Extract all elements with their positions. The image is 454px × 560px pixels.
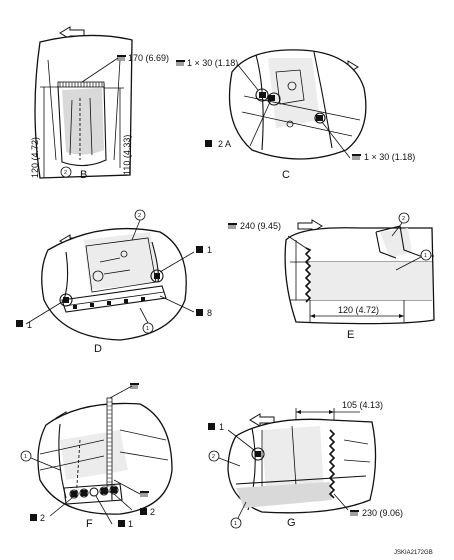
callout-number: 1 (146, 326, 149, 332)
dim-label: 105 (4.13) (342, 400, 383, 410)
weld-line-bead (304, 247, 312, 303)
weld-line-bead (57, 81, 105, 88)
dim-label: 110 (4.33) (122, 135, 132, 175)
weld-symbol-icon (351, 153, 362, 161)
callout-number: 2 (64, 170, 67, 176)
panel-g: 105 (4.13) 230 (9.06) 1 2 1 G (208, 400, 403, 529)
spot-weld-key-icon (118, 520, 125, 527)
spot-weld-mark (259, 92, 266, 98)
panel-b: 170 (6.69) 120 (4.72) 110 (4.33) 2 B (30, 26, 169, 181)
callout-number: 2 (138, 213, 141, 219)
panel-letter: E (347, 329, 354, 341)
panel-letter: D (94, 343, 102, 355)
weld-count-label: 2 A (218, 139, 231, 149)
part-callout-icon (398, 212, 410, 224)
spot-weld-key-icon (140, 508, 147, 515)
spot-weld-key-icon (196, 309, 203, 316)
dim-label: 170 (6.69) (128, 53, 169, 63)
part-callout-icon (60, 166, 72, 178)
panel-letter: F (86, 518, 93, 530)
weld-count-label: 2 (150, 507, 155, 517)
panel-d: 2 1 1 8 1 D (16, 209, 212, 355)
spot-weld-key-icon (205, 140, 212, 147)
panel-c: 1 × 30 (1.18) 2 A 1 × 30 (1.18) C (175, 49, 415, 181)
callout-number: 1 (424, 253, 427, 259)
spot-weld-mark (268, 95, 275, 101)
weld-symbol-icon (129, 382, 140, 390)
weld-line-bead (106, 397, 113, 493)
panel-letter: C (282, 169, 290, 181)
weld-count-label: 1 (207, 245, 212, 255)
spot-weld-key-icon (30, 514, 37, 521)
weld-count-label: 8 (207, 308, 212, 318)
panel-letter: B (80, 169, 87, 181)
weld-spec-label: 1 × 30 (1.18) (364, 152, 415, 162)
dim-label: 120 (4.72) (30, 137, 40, 178)
sill-panel (61, 285, 167, 313)
dim-label: 120 (4.72) (338, 305, 379, 315)
weld-symbol-icon (227, 222, 238, 230)
weld-count-label: 2 (40, 513, 45, 523)
weld-line-bead (328, 429, 336, 499)
weld-spec-label: 1 × 30 (1.18) (187, 58, 238, 68)
part-callout-icon (230, 517, 242, 529)
part-callout-icon (208, 450, 220, 462)
dim-label: 230 (9.06) (362, 508, 403, 518)
weld-symbol-icon (349, 509, 360, 517)
part-callout-icon (420, 249, 432, 261)
figure-id: JSKIA2172GB (394, 550, 433, 556)
spot-weld-key-icon (16, 320, 23, 327)
panel-letter: G (287, 517, 296, 529)
spot-weld-key-icon (196, 246, 203, 253)
pillar-section (57, 83, 107, 167)
callout-number: 1 (24, 454, 27, 460)
panel-f: 1 2 2 1 F (20, 382, 173, 530)
panel-e: 240 (9.45) 120 (4.72) 2 1 E (227, 212, 435, 341)
callout-number: 2 (402, 216, 405, 222)
weld-count-label: 1 (27, 320, 32, 330)
weld-count-label: 1 (128, 519, 133, 529)
part-callout-icon (20, 450, 32, 462)
weld-symbol-icon (175, 59, 186, 67)
callout-number: 2 (212, 454, 215, 460)
callout-number: 1 (234, 521, 237, 527)
weld-count-label: 1 (219, 422, 224, 432)
spot-weld-key-icon (208, 423, 215, 430)
dim-label: 240 (9.45) (240, 221, 281, 231)
